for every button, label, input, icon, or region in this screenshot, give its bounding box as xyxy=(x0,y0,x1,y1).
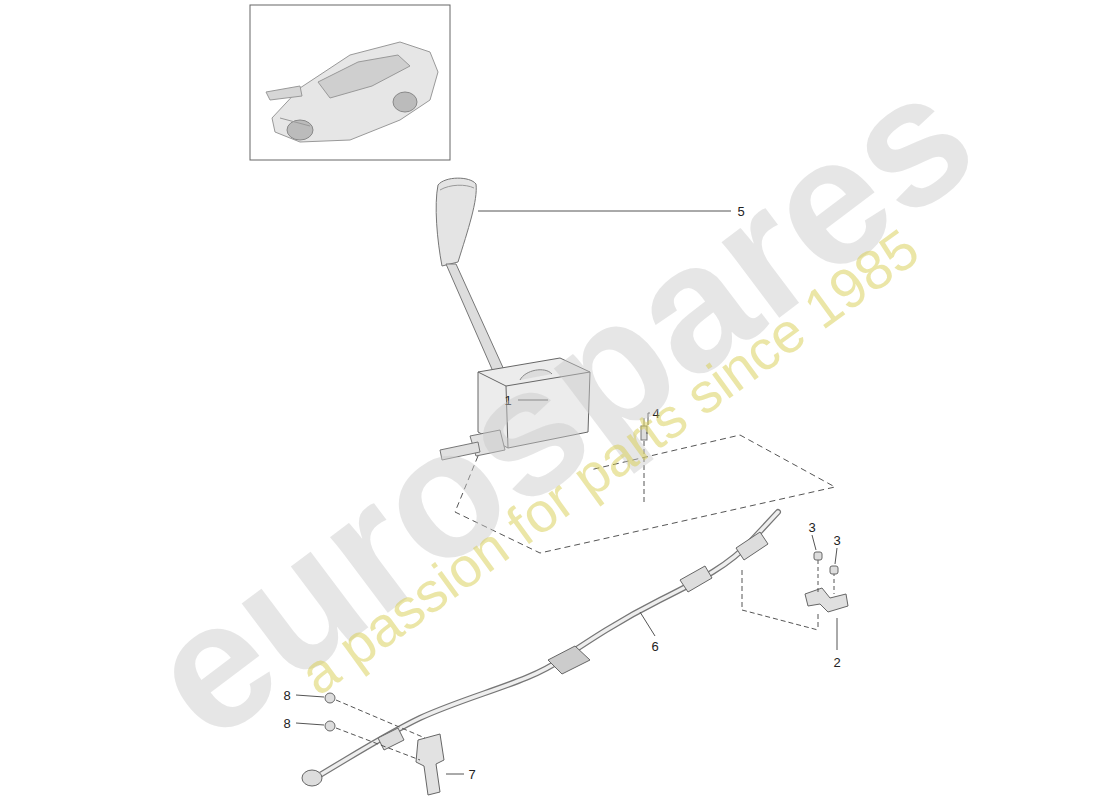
callout-number: 6 xyxy=(651,639,658,654)
cable-bracket xyxy=(296,693,464,795)
car-thumbnail xyxy=(250,5,450,160)
watermark: eurospares xyxy=(118,41,1001,769)
callout-number: 8 xyxy=(283,688,290,703)
leader-line xyxy=(648,413,649,425)
screw xyxy=(641,418,648,505)
watermark-slogan: a passion for parts since 1985 xyxy=(291,220,928,704)
callout-number: 4 xyxy=(652,406,659,421)
callout-number: 8 xyxy=(283,716,290,731)
callout-number: 7 xyxy=(468,767,475,782)
shift-cable xyxy=(302,512,778,786)
callout-number: 3 xyxy=(808,520,815,535)
bracket xyxy=(742,535,848,650)
callout-number: 2 xyxy=(833,655,840,670)
shift-knob xyxy=(436,178,731,266)
shift-lever xyxy=(446,264,505,376)
callout-number: 5 xyxy=(737,204,744,219)
callout-number: 1 xyxy=(504,393,511,408)
assembly-outline xyxy=(455,435,835,553)
callout-number: 3 xyxy=(833,533,840,548)
shifter-housing xyxy=(440,358,590,460)
